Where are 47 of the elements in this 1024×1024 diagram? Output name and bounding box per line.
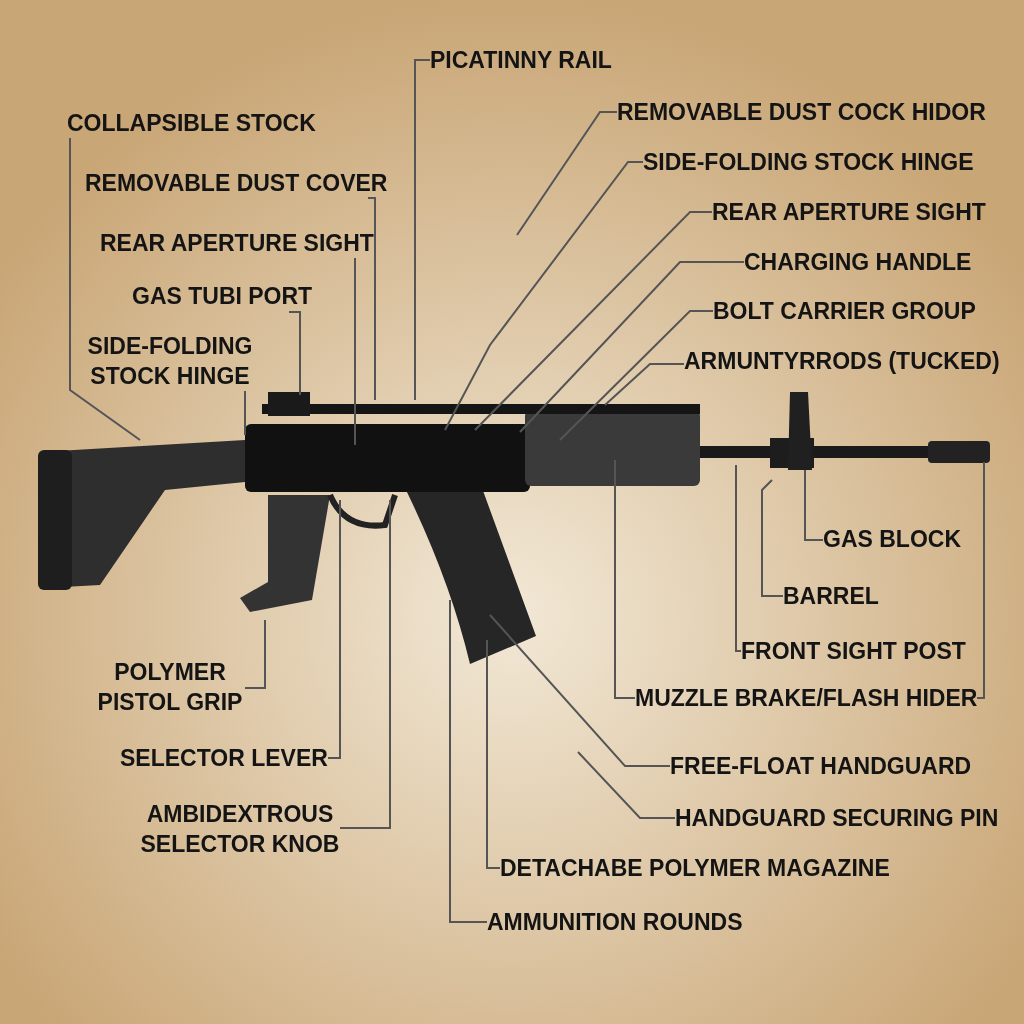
leader-line (474, 211, 713, 431)
leader-line (577, 751, 676, 819)
part-label: BOLT CARRIER GROUP (713, 296, 976, 326)
leader-line (735, 464, 742, 652)
part-label: POLYMER PISTOL GRIP (95, 657, 245, 717)
part-label: REAR APERTURE SIGHT (712, 197, 986, 227)
leader-line (444, 161, 644, 431)
leader-line (354, 257, 356, 446)
leader-line (486, 639, 501, 869)
part-label: SIDE-FOLDING STOCK HINGE (643, 147, 974, 177)
part-label: CHARGING HANDLE (744, 247, 972, 277)
leader-line (516, 111, 618, 236)
part-label: REMOVABLE DUST COCK HIDOR (617, 97, 986, 127)
leader-line (339, 499, 391, 829)
leader-line (449, 599, 488, 923)
leader-line (976, 461, 985, 699)
part-label: REAR APERTURE SIGHT (100, 228, 374, 258)
leader-line (69, 137, 141, 441)
part-label: SELECTOR LEVER (120, 743, 328, 773)
part-label: ARMUNTYRRODS (TUCKED) (684, 346, 1000, 376)
part-label: FREE-FLOAT HANDGUARD (670, 751, 972, 781)
part-label: DETACHABE POLYMER MAGAZINE (500, 853, 890, 883)
leader-line (489, 614, 671, 767)
part-label: FRONT SIGHT POST (741, 636, 966, 666)
part-label: AMBIDEXTROUS SELECTOR KNOB (140, 799, 340, 859)
leader-line (604, 363, 685, 406)
leader-line (804, 469, 824, 541)
part-label: AMMUNITION ROUNDS (487, 907, 743, 937)
leader-line (559, 310, 714, 441)
part-label: BARREL (783, 581, 879, 611)
leader-line (614, 459, 636, 699)
leader-line (761, 479, 784, 597)
leader-line (367, 197, 376, 401)
leader-line (289, 310, 301, 396)
leader-line (244, 619, 266, 689)
leader-line (327, 499, 341, 759)
part-label: REMOVABLE DUST COVER (85, 168, 388, 198)
part-label: PICATINNY RAIL (430, 45, 612, 75)
part-label: GAS BLOCK (823, 524, 961, 554)
part-label: HANDGUARD SECURING PIN (675, 803, 999, 833)
part-label: GAS TUBI PORT (132, 281, 313, 311)
leader-line (414, 59, 431, 401)
part-label: SIDE-FOLDING STOCK HINGE (80, 331, 260, 391)
part-label: COLLAPSIBLE STOCK (67, 108, 316, 138)
leader-line (244, 390, 246, 436)
part-label: MUZZLE BRAKE/FLASH HIDER (635, 683, 978, 713)
leader-line (519, 261, 745, 433)
